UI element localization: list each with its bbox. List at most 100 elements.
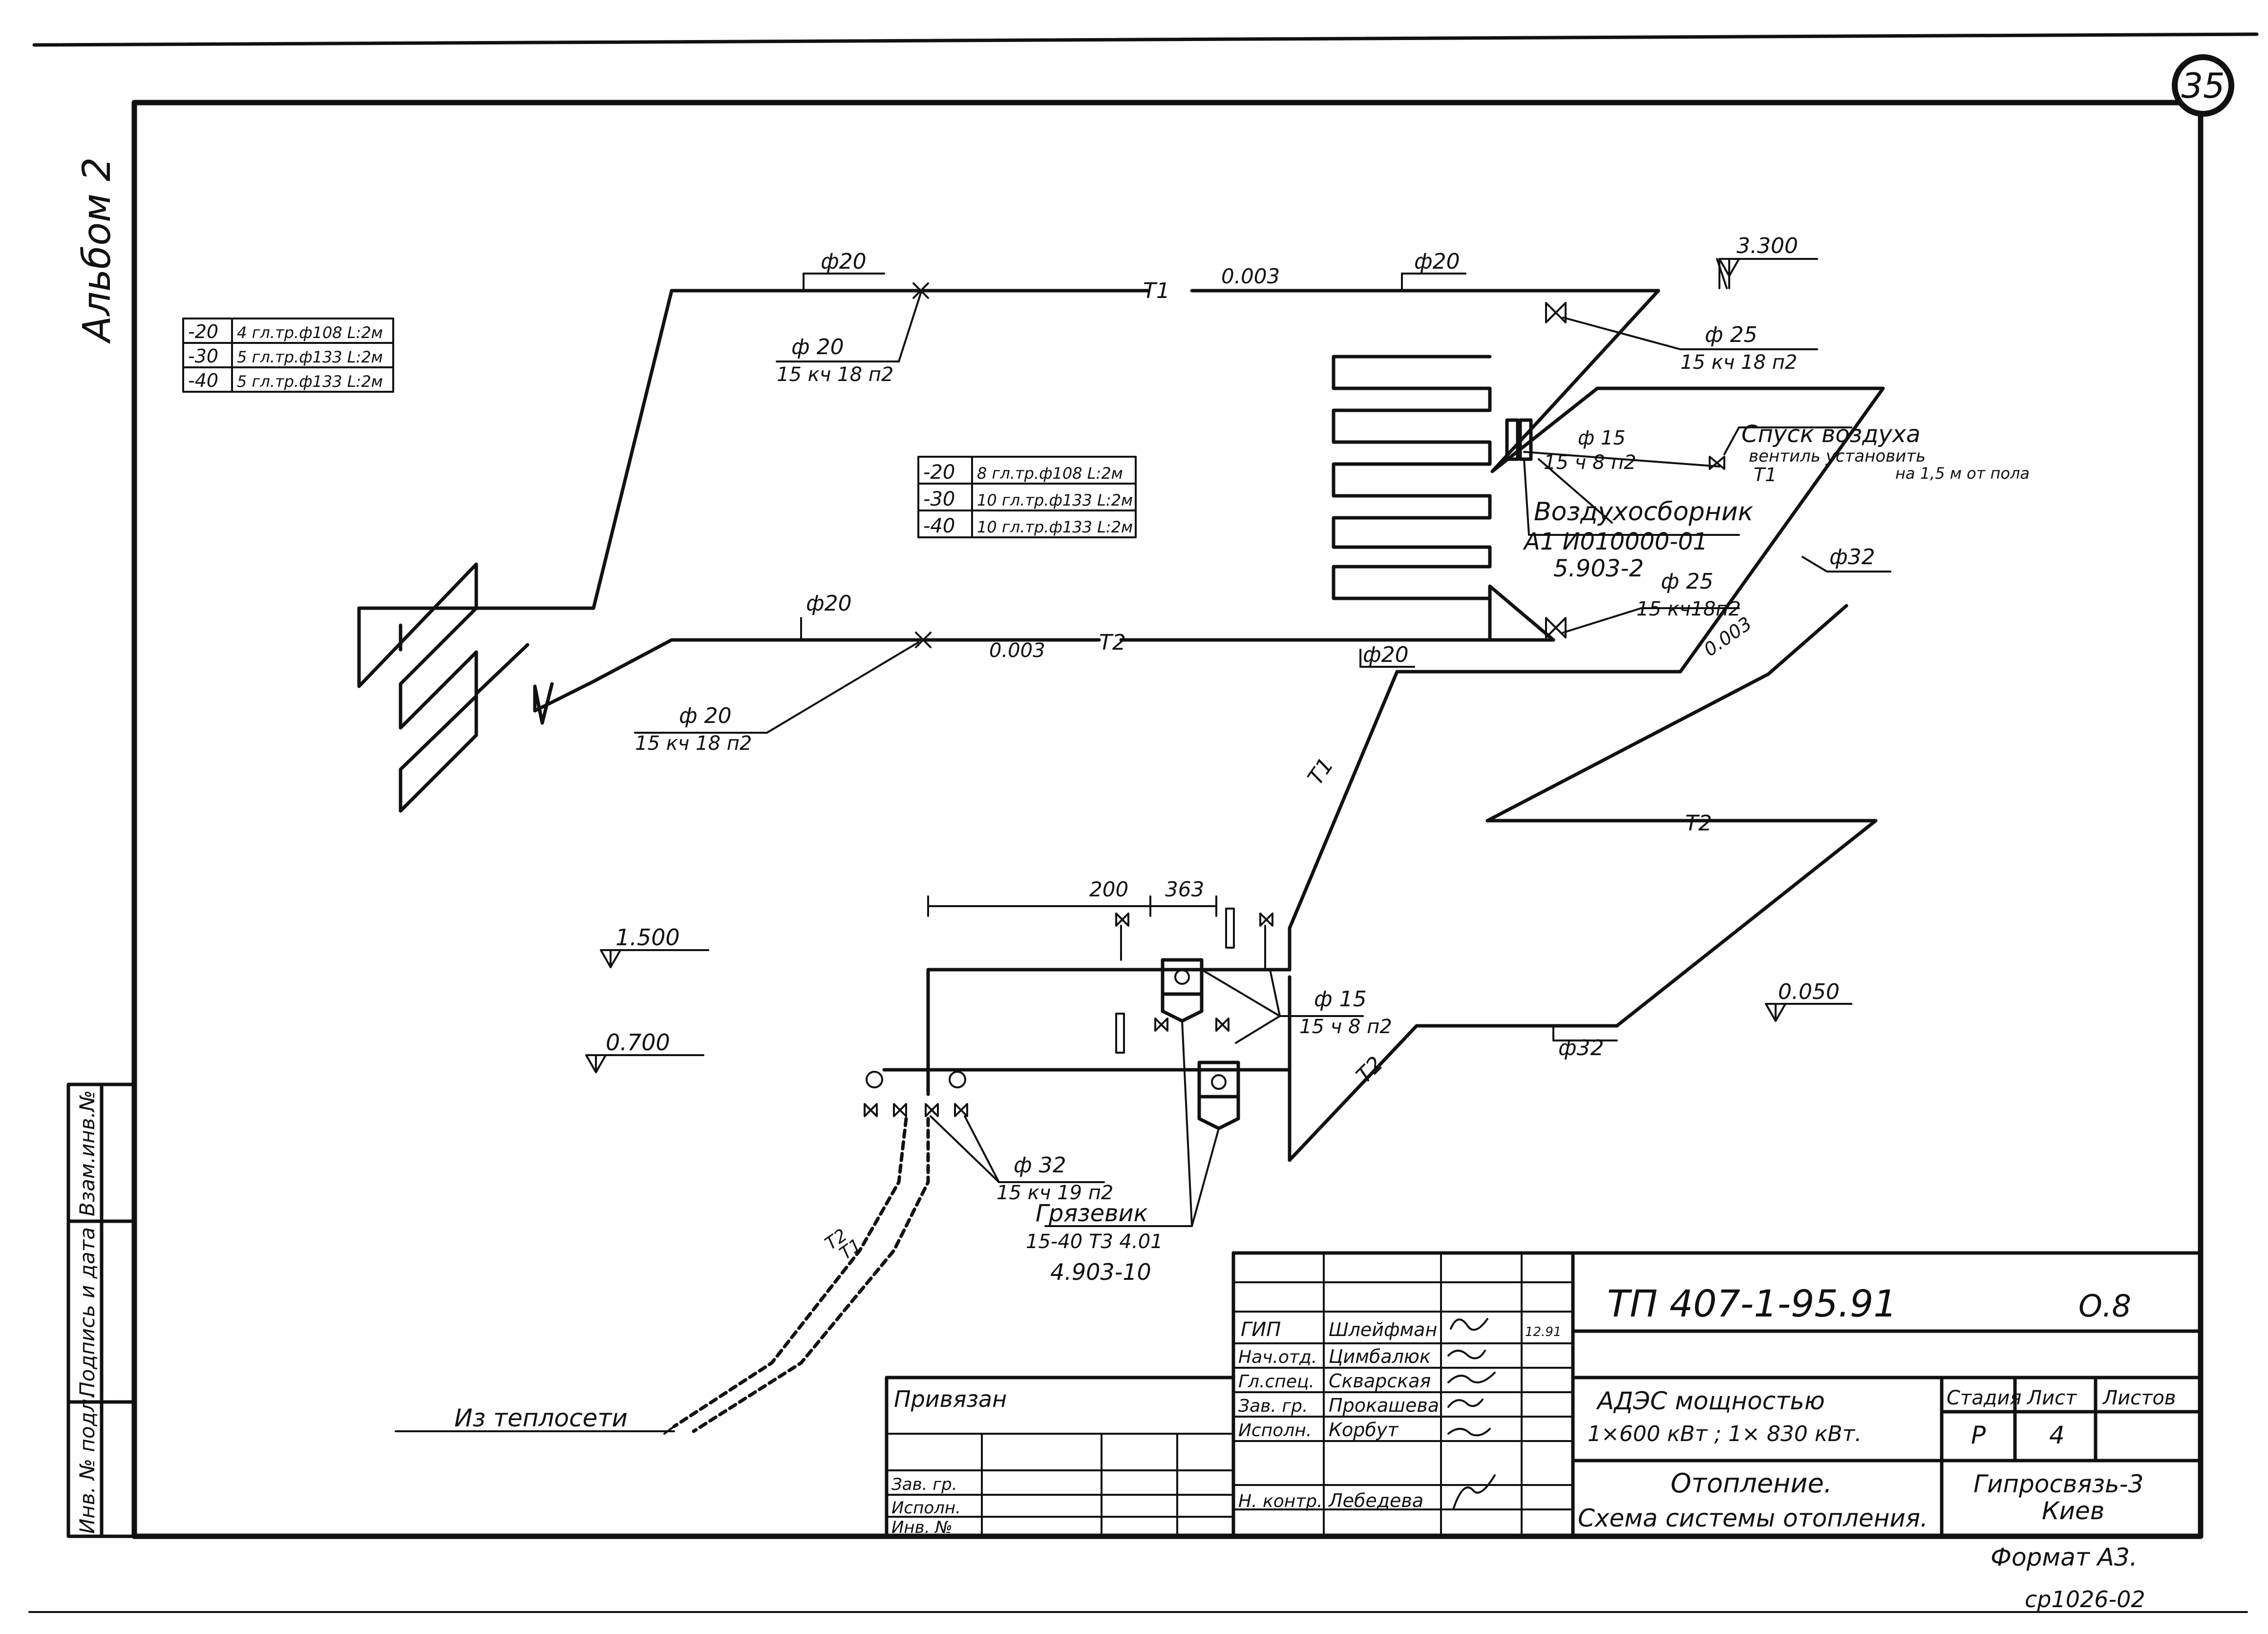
- spec-left-temp-2: -30: [188, 345, 218, 367]
- signature-scribbles: [1447, 1318, 1496, 1510]
- label-t2-right: Т2: [1685, 811, 1712, 836]
- label-mud-trap: Грязевик: [1036, 1200, 1148, 1227]
- label-valve-note-1: вентиль установить: [1749, 446, 1926, 466]
- role-n-kontr: Н. контр.: [1238, 1491, 1323, 1511]
- stage-value: Р: [1971, 1421, 1986, 1449]
- label-d20-a: ф20: [821, 249, 867, 274]
- title-line-1: Отопление.: [1671, 1468, 1832, 1499]
- label-d20-valve-top: ф 20: [791, 335, 844, 360]
- role-zav-gr: Зав. гр.: [1238, 1396, 1308, 1416]
- spec-left-temp-3: -40: [188, 370, 218, 391]
- label-air-release: Спуск воздуха: [1741, 421, 1921, 448]
- label-t1-top: Т1: [1143, 278, 1170, 303]
- label-d20-b: ф20: [1414, 249, 1460, 274]
- name-ispoln: Корбут: [1329, 1419, 1399, 1441]
- spec-mid-value-3: 10 гл.тр.ф133 L:2м: [977, 518, 1133, 536]
- label-slope-top: 0.003: [1221, 264, 1280, 288]
- bound-row-2: Исполн.: [891, 1498, 961, 1518]
- label-d25-top-code: 15 кч 18 п2: [1680, 351, 1797, 374]
- role-gl-spec: Гл.спец.: [1238, 1372, 1314, 1392]
- bound-row-3: Инв. №: [891, 1518, 953, 1537]
- spec-mid-temp-3: -40: [923, 515, 955, 537]
- pipe-t2-right: [1288, 604, 1878, 1162]
- role-nach-otd: Нач.отд.: [1238, 1347, 1317, 1367]
- spec-mid-temp-2: -30: [923, 488, 955, 510]
- label-mud-trap-code-2: 4.903-10: [1050, 1259, 1151, 1285]
- stage-head: Стадия: [1947, 1387, 2021, 1409]
- valve-t2-bottom: [915, 632, 932, 648]
- label-t1-riser: Т1: [1303, 753, 1338, 789]
- spec-left-value-3: 5 гл.тр.ф133 L:2м: [237, 372, 383, 391]
- label-d15-air: ф 15: [1578, 427, 1626, 449]
- side-stamp-signature-label: Подпись и дата: [75, 1227, 99, 1397]
- label-d32-right: ф32: [1829, 545, 1875, 570]
- label-air-collector-code-1: А1 И010000-01: [1523, 528, 1708, 555]
- label-t2-bottom: Т2: [1352, 1052, 1388, 1088]
- label-valve-bottom-code: 15 кч 18 п2: [635, 732, 752, 755]
- label-air-collector: Воздухосборник: [1534, 497, 1754, 527]
- mud-trap-bottom: [1197, 1061, 1240, 1099]
- pipe-t1-riser-radiators: [1288, 289, 1885, 972]
- object-line-1: АДЭС мощностью: [1596, 1387, 1825, 1415]
- role-gip: ГИП: [1241, 1318, 1281, 1341]
- label-d32-mud: ф 32: [1014, 1153, 1066, 1178]
- right-register-coils: [1332, 355, 1555, 642]
- side-stamp-inv-label: Инв. № подл.: [75, 1392, 99, 1534]
- spec-mid-temp-1: -20: [923, 461, 955, 484]
- page-number: 35: [2181, 66, 2225, 106]
- spec-mid-value-2: 10 гл.тр.ф133 L:2м: [977, 491, 1133, 509]
- sheet-head: Лист: [2026, 1387, 2077, 1409]
- label-d15-mud: ф 15: [1314, 987, 1367, 1012]
- object-line-2: 1×600 кВт ; 1× 830 кВт.: [1588, 1422, 1862, 1446]
- air-collector: [1505, 418, 1720, 524]
- sheets-head: Листов: [2102, 1387, 2176, 1409]
- label-valve-note-2: на 1,5 м от пола: [1895, 464, 2030, 483]
- org-line-2: Киев: [2042, 1497, 2104, 1525]
- doc-code: ТП 407-1-95.91: [1607, 1282, 1897, 1325]
- label-elev-3300: 3.300: [1737, 233, 1798, 258]
- side-stamp-vzam-label: Взам.инв.№: [75, 1090, 99, 1216]
- pipe-t1-main: [357, 289, 1150, 610]
- mud-trap-assembly: [395, 895, 1292, 1435]
- pipe-t2-main: [533, 638, 1101, 713]
- label-elev-0700: 0.700: [606, 1029, 670, 1056]
- valve-symbols: [912, 282, 1725, 648]
- label-valve-top-code: 15 кч 18 п2: [777, 363, 893, 386]
- label-d20-d: ф20: [1363, 642, 1409, 667]
- spec-left-temp-1: -20: [188, 321, 218, 342]
- pipe-spec-table-left: -20 4 гл.тр.ф108 L:2м -30 5 гл.тр.ф133 L…: [182, 318, 394, 393]
- spec-left-value-2: 5 гл.тр.ф133 L:2м: [237, 348, 383, 366]
- label-from-network: Из теплосети: [454, 1404, 628, 1432]
- label-dim-363: 363: [1165, 877, 1204, 901]
- title-line-2: Схема системы отопления.: [1578, 1504, 1928, 1532]
- pipe-network: [357, 289, 1885, 1162]
- bound-row-1: Зав. гр.: [891, 1475, 957, 1494]
- label-d25-bottom: ф 25: [1661, 569, 1714, 594]
- org-line-1: Гипросвязь-3: [1973, 1470, 2143, 1498]
- name-gip: Шлейфман: [1329, 1319, 1437, 1340]
- label-d15-air-code: 15 ч 8 п2: [1544, 451, 1636, 474]
- label-air-collector-code-2: 5.903-2: [1553, 555, 1644, 582]
- left-register-coils: [357, 562, 530, 813]
- valve-d25-top: [1545, 302, 1567, 323]
- album-label: Альбом 2: [75, 157, 119, 344]
- valve-d25-bottom: [1545, 617, 1567, 638]
- label-t1-air: Т1: [1754, 464, 1777, 486]
- archive-number: ср1026-02: [2025, 1586, 2145, 1613]
- label-elev-0050: 0.050: [1778, 979, 1840, 1004]
- mud-trap-top: [1161, 958, 1204, 996]
- page-number-stamp: 35: [2172, 54, 2234, 117]
- label-d32-mud-code: 15 кч 19 п2: [996, 1182, 1113, 1204]
- title-block: ТП 407-1-95.91 О.8 ГИП Шлейфман 12.91 На…: [885, 1251, 2203, 1538]
- name-zav-gr: Прокашева: [1329, 1395, 1439, 1416]
- sheet-code: О.8: [2078, 1288, 2131, 1324]
- valve-air-release: [1709, 456, 1725, 470]
- label-d32-bottom: ф32: [1558, 1036, 1604, 1061]
- role-ispoln: Исполн.: [1238, 1421, 1312, 1441]
- format-label: Формат А3.: [1991, 1543, 2138, 1571]
- label-d20-valve-bottom: ф 20: [679, 703, 732, 728]
- pipe-spec-table-mid: -20 8 гл.тр.ф108 L:2м -30 10 гл.тр.ф133 …: [917, 456, 1137, 538]
- label-d20-c: ф20: [806, 591, 852, 616]
- name-nach-otd: Цимбалюк: [1329, 1346, 1431, 1367]
